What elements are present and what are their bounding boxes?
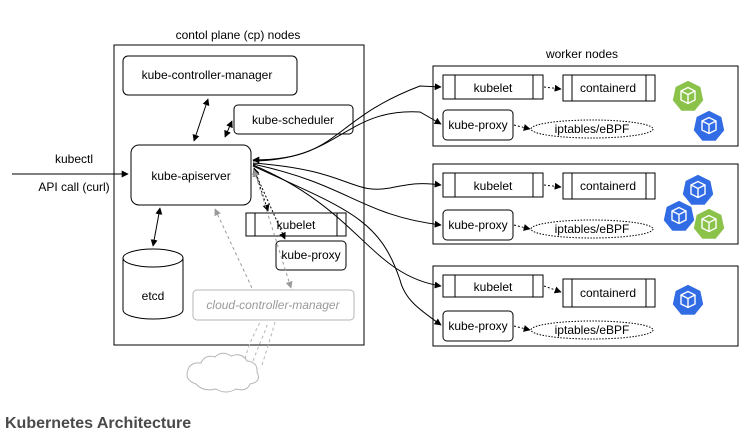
- pod-icon: [671, 283, 705, 317]
- worker-kube-proxy[interactable]: kube-proxy: [442, 209, 514, 241]
- kube-apiserver-box[interactable]: kube-apiserver: [130, 144, 252, 206]
- kubelet-containerd-arrow: [543, 182, 562, 190]
- worker-containerd-label: containerd: [580, 179, 636, 193]
- etcd-label: etcd: [142, 289, 165, 303]
- cp-kubelet-label: kubelet: [277, 218, 316, 232]
- worker-kubelet[interactable]: kubelet: [442, 172, 544, 198]
- cloud-controller-manager-box[interactable]: cloud-controller-manager: [192, 289, 355, 321]
- worker-node-3[interactable]: kubelet containerd kube-proxy iptables/e…: [432, 265, 739, 347]
- ccm-apiserver-arrow: [214, 208, 253, 289]
- worker-kubelet[interactable]: kubelet: [442, 274, 544, 298]
- worker-kube-proxy[interactable]: kube-proxy: [442, 310, 514, 342]
- control-plane-label: contol plane (cp) nodes: [176, 28, 301, 42]
- worker-iptables-ebpf[interactable]: iptables/eBPF: [530, 119, 654, 139]
- worker-iptables-ebpf[interactable]: iptables/eBPF: [530, 320, 654, 340]
- cloud-controller-manager-label: cloud-controller-manager: [206, 298, 340, 312]
- kube-proxy-iptables-arrow: [513, 224, 531, 231]
- cp-kube-proxy-box[interactable]: kube-proxy: [275, 240, 347, 271]
- worker-containerd-label: containerd: [580, 286, 636, 300]
- worker-node-1[interactable]: kubelet containerd kube-proxy iptables/e…: [432, 65, 739, 147]
- kubelet-containerd-arrow: [543, 84, 562, 92]
- worker-kubelet-label: kubelet: [474, 179, 513, 193]
- cp-kubelet-box[interactable]: kubelet: [245, 212, 347, 237]
- control-plane-box[interactable]: [113, 44, 365, 346]
- worker-iptables-label: iptables/eBPF: [555, 122, 630, 136]
- worker-containerd-label: containerd: [580, 81, 636, 95]
- apiserver-scheduler-arrow: [224, 120, 233, 138]
- cloud-link-1: [244, 321, 261, 360]
- kubectl-label: kubectl: [55, 152, 93, 166]
- apiserver-node2-kubelet-link: [252, 162, 442, 190]
- pod-icon: [671, 79, 705, 113]
- worker-node-2[interactable]: kubelet containerd kube-proxy iptables/e…: [432, 163, 739, 245]
- kube-controller-manager-box[interactable]: kube-controller-manager: [122, 55, 298, 96]
- pod-icon: [692, 109, 726, 143]
- cp-kube-proxy-label: kube-proxy: [281, 248, 340, 262]
- worker-kube-proxy-label: kube-proxy: [448, 218, 507, 232]
- apiserver-node3-kube-proxy-link: [252, 165, 442, 326]
- kube-apiserver-label: kube-apiserver: [151, 169, 230, 183]
- kube-scheduler-label: kube-scheduler: [252, 113, 334, 127]
- apiserver-ccm-arrow: [252, 169, 293, 289]
- worker-kubelet[interactable]: kubelet: [442, 74, 544, 100]
- worker-iptables-ebpf[interactable]: iptables/eBPF: [530, 219, 654, 239]
- worker-iptables-label: iptables/eBPF: [555, 222, 630, 236]
- worker-iptables-label: iptables/eBPF: [555, 323, 630, 337]
- diagram-title: Kubernetes Architecture: [5, 415, 191, 432]
- worker-nodes-label: worker nodes: [545, 47, 618, 61]
- cloud-link-3: [261, 321, 276, 366]
- apiserver-etcd-arrow: [150, 207, 163, 247]
- apiserver-node2-kube-proxy-link: [252, 163, 442, 228]
- kubelet-containerd-arrow: [543, 285, 562, 294]
- worker-kube-proxy[interactable]: kube-proxy: [442, 109, 514, 141]
- worker-containerd[interactable]: containerd: [562, 172, 656, 200]
- worker-kube-proxy-label: kube-proxy: [448, 319, 507, 333]
- worker-kube-proxy-label: kube-proxy: [448, 118, 507, 132]
- apiserver-node1-kube-proxy-link: [252, 111, 442, 162]
- api-call-label: API call (curl): [38, 180, 109, 194]
- cloud-link-2: [252, 321, 269, 362]
- worker-kubelet-label: kubelet: [474, 280, 513, 294]
- cloud-icon: [186, 352, 259, 393]
- kube-proxy-iptables-arrow: [513, 325, 531, 332]
- pod-icon: [681, 173, 715, 207]
- pod-icon: [662, 199, 696, 233]
- worker-containerd[interactable]: containerd: [562, 278, 656, 308]
- apiserver-controller-manager-arrow: [192, 98, 210, 142]
- kube-scheduler-box[interactable]: kube-scheduler: [233, 104, 354, 135]
- etcd-database[interactable]: etcd: [122, 248, 184, 320]
- worker-containerd[interactable]: containerd: [562, 74, 656, 102]
- kube-proxy-iptables-arrow: [513, 124, 531, 131]
- pod-icon: [692, 207, 726, 241]
- worker-kubelet-label: kubelet: [474, 81, 513, 95]
- kube-controller-manager-label: kube-controller-manager: [142, 68, 273, 82]
